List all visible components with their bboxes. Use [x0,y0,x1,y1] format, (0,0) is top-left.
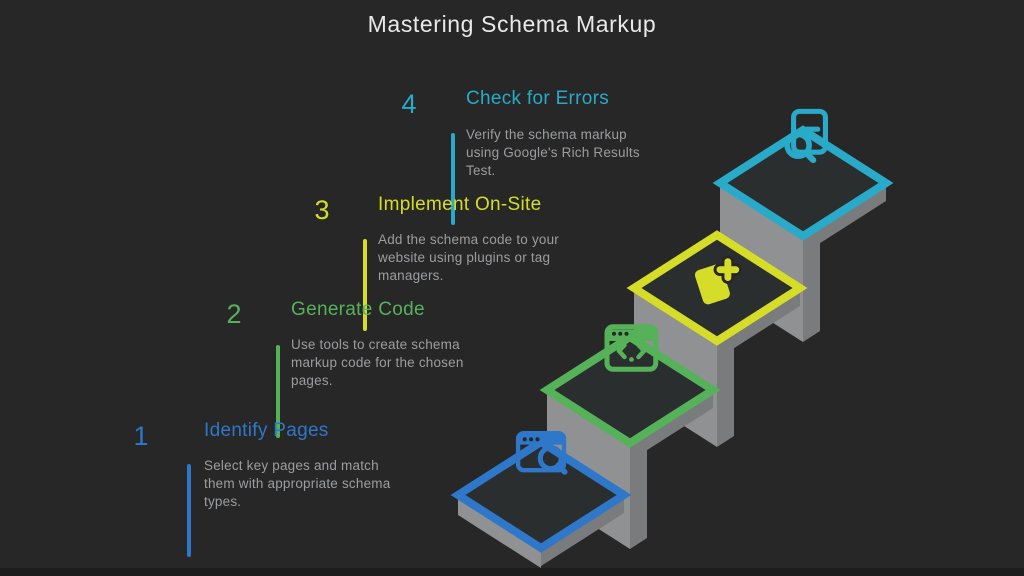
step-4-number: 4 [401,89,417,119]
bottom-bar [0,568,1024,576]
step-4-description: Verify the schema markup using Google's … [466,127,640,178]
step-3-description: Add the schema code to your website usin… [378,232,560,283]
step-2-number: 2 [226,299,242,329]
step-3-number: 3 [314,195,330,225]
step-1-platform [450,437,632,568]
browser-search-icon [515,431,568,475]
note-add-icon [694,255,743,305]
step-1-number: 1 [133,421,149,451]
step-3-accent-line [363,239,367,331]
step-3-title: Implement On-Site [378,194,542,215]
browser-code-icon [604,324,659,372]
step-2-title: Generate Code [291,299,425,320]
step-1-accent-line [187,464,191,557]
step-4-title: Check for Errors [466,88,610,109]
step-2-description: Use tools to create schema markup code f… [291,337,464,388]
step-1-title: Identify Pages [204,420,329,441]
step-2-accent-line [276,345,280,438]
page-title: Mastering Schema Markup [367,11,657,37]
document-search-icon [784,108,828,164]
step-4-accent-line [451,133,455,225]
step-1-description: Select key pages and match them with app… [204,458,391,509]
